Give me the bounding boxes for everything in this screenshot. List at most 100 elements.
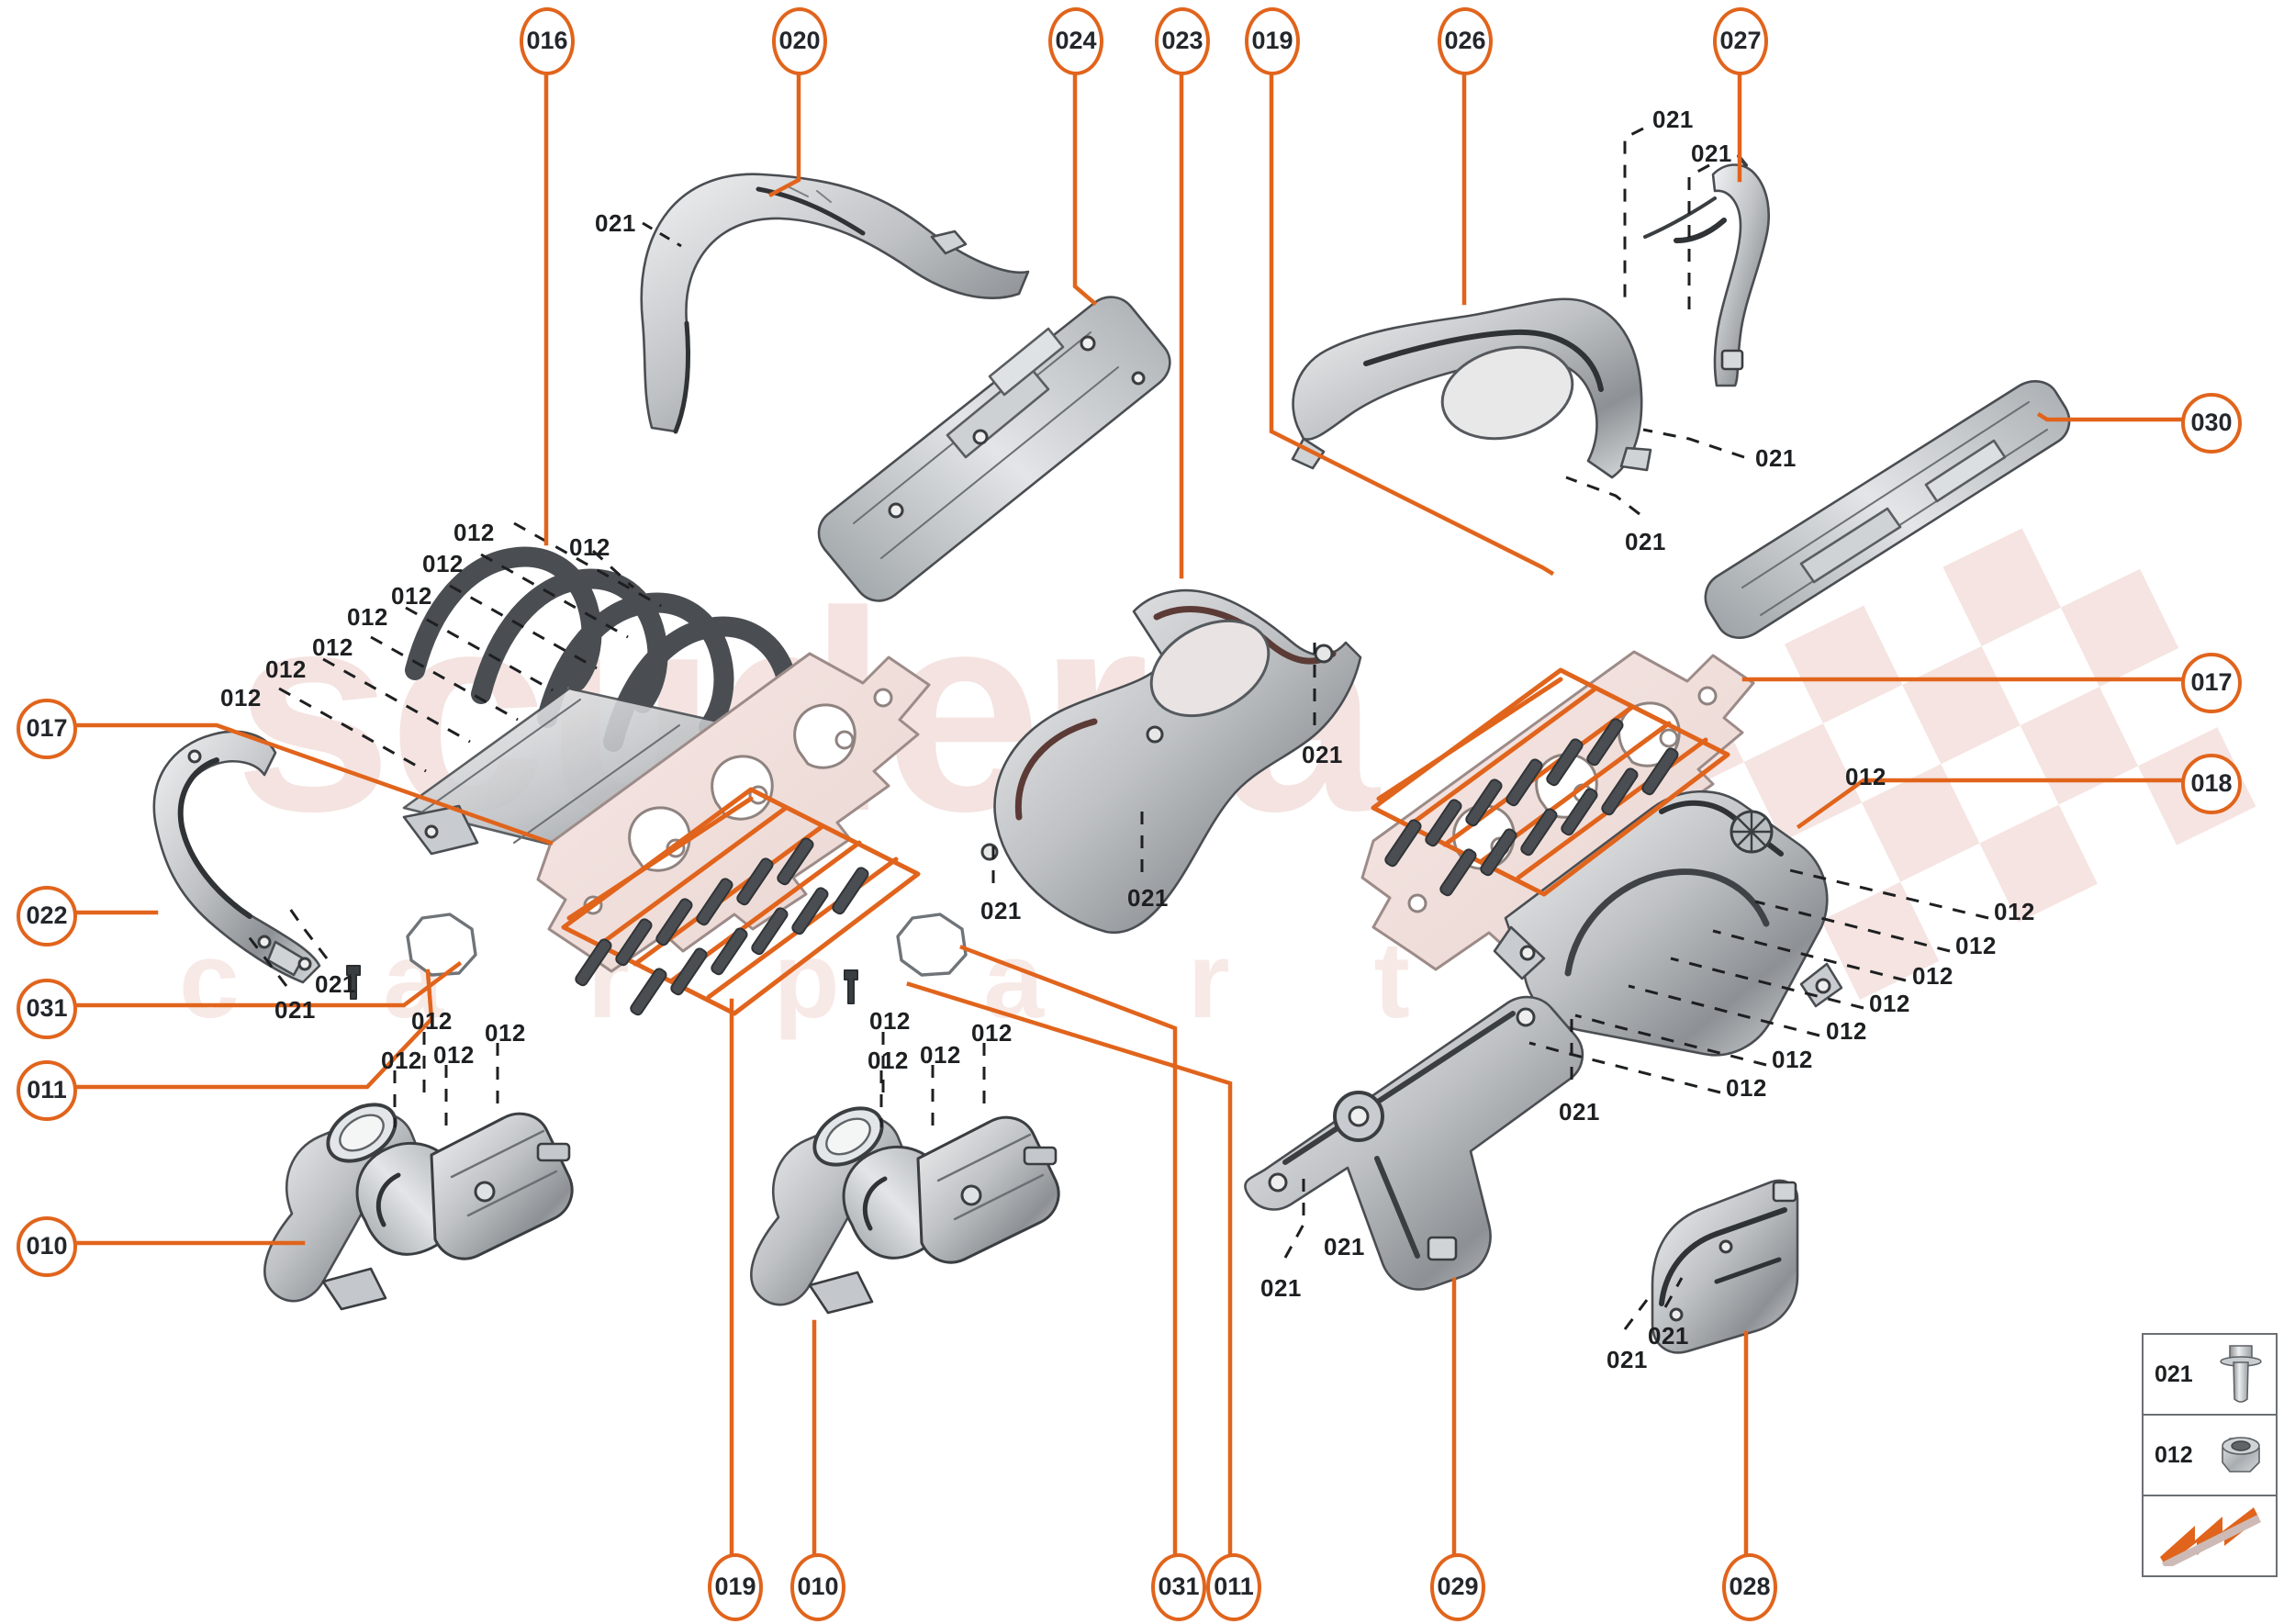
callout-020[interactable]: 020 (772, 7, 827, 75)
callout-label: 020 (778, 26, 821, 54)
callout-label: 017 (2190, 667, 2233, 696)
part-number-012: 012 (453, 519, 495, 546)
callout-026[interactable]: 026 (1438, 7, 1493, 75)
callout-label: 011 (27, 1075, 67, 1103)
callout-label: 011 (1214, 1572, 1254, 1600)
callout-label: 010 (26, 1231, 68, 1260)
part-number-021: 021 (1324, 1233, 1365, 1260)
callout-027[interactable]: 027 (1713, 7, 1768, 75)
part-number-012: 012 (411, 1007, 453, 1035)
brand-arrow-icon (2144, 1496, 2276, 1575)
part-029-art (1244, 995, 1584, 1291)
callout-label: 029 (1437, 1572, 1479, 1600)
callout-030[interactable]: 030 (2181, 393, 2242, 454)
callout-010-bottom[interactable]: 010 (790, 1553, 845, 1621)
callout-label: 030 (2190, 408, 2233, 436)
callout-011-left[interactable]: 011 (17, 1060, 77, 1121)
part-number-012: 012 (391, 582, 432, 610)
part-number-012: 012 (869, 1007, 911, 1035)
callout-010-left[interactable]: 010 (17, 1216, 77, 1277)
part-number-012: 012 (1955, 932, 1997, 959)
callout-label: 010 (797, 1572, 839, 1600)
part-number-021: 021 (1260, 1274, 1302, 1302)
part-number-021: 021 (274, 996, 316, 1024)
part-031-rings-art (406, 913, 968, 977)
part-number-021: 021 (1625, 528, 1666, 555)
callout-label: 016 (526, 26, 568, 54)
callout-023[interactable]: 023 (1155, 7, 1210, 75)
part-030-art (1704, 380, 2071, 639)
callout-label: 022 (26, 901, 68, 929)
callout-label: 028 (1729, 1572, 1771, 1600)
callout-label: 019 (714, 1572, 756, 1600)
part-number-012: 012 (1869, 990, 1910, 1017)
part-number-012: 012 (220, 684, 262, 711)
part-number-012: 012 (971, 1019, 1013, 1047)
legend-code-021: 021 (2155, 1361, 2193, 1387)
part-019-right-art (1371, 667, 1730, 897)
part-number-012: 012 (265, 655, 307, 683)
part-number-012: 012 (1726, 1074, 1767, 1102)
callout-011-bottom[interactable]: 011 (1206, 1553, 1261, 1621)
part-number-021: 021 (315, 970, 356, 998)
legend-row-nut: 012 (2142, 1414, 2278, 1495)
callout-label: 031 (1158, 1572, 1200, 1600)
callout-017-right[interactable]: 017 (2181, 653, 2242, 713)
part-018-art (1493, 790, 1843, 1057)
part-027-art (1643, 154, 1770, 387)
callout-031-left[interactable]: 031 (17, 979, 77, 1039)
part-number-021: 021 (1755, 444, 1797, 472)
callout-019-bottom[interactable]: 019 (708, 1553, 763, 1621)
pointer-dashes (242, 127, 1989, 1330)
part-022-art (152, 730, 321, 984)
part-number-012: 012 (433, 1041, 475, 1069)
callout-label: 027 (1719, 26, 1762, 54)
part-number-012: 012 (1912, 962, 1954, 990)
part-019-left-art (561, 787, 921, 1016)
part-number-012: 012 (1845, 763, 1886, 790)
callout-029[interactable]: 029 (1430, 1553, 1485, 1621)
bolt-icon (2217, 1335, 2265, 1414)
callout-label: 023 (1161, 26, 1203, 54)
legend-code-012: 012 (2155, 1441, 2193, 1468)
part-016-art (402, 546, 865, 883)
callout-label: 018 (2190, 768, 2233, 797)
callout-031-bottom[interactable]: 031 (1151, 1553, 1206, 1621)
callout-017-left[interactable]: 017 (17, 699, 77, 759)
watermark-brand: scuderia (234, 552, 1379, 870)
part-number-021: 021 (1691, 140, 1732, 167)
callout-label: 024 (1055, 26, 1097, 54)
callout-label: 026 (1444, 26, 1486, 54)
part-number-012: 012 (485, 1019, 526, 1047)
part-number-012: 012 (1826, 1017, 1867, 1045)
part-010-right-art (750, 1106, 1060, 1315)
part-number-012: 012 (312, 633, 353, 661)
part-number-021: 021 (1302, 741, 1343, 768)
part-number-012: 012 (422, 550, 464, 577)
callout-label: 017 (26, 713, 68, 742)
part-number-012: 012 (381, 1047, 422, 1074)
part-017-right-art (1360, 650, 1755, 971)
callout-016[interactable]: 016 (520, 7, 575, 75)
callout-018[interactable]: 018 (2181, 754, 2242, 814)
part-010-left-art (263, 1103, 574, 1311)
part-017-left-art (536, 652, 931, 973)
callout-024[interactable]: 024 (1048, 7, 1103, 75)
part-number-012: 012 (347, 603, 388, 631)
part-number-021: 021 (595, 209, 636, 237)
legend-row-bolt: 021 (2142, 1333, 2278, 1414)
callout-022[interactable]: 022 (17, 886, 77, 946)
part-number-012: 012 (868, 1047, 909, 1074)
callout-019[interactable]: 019 (1245, 7, 1300, 75)
part-number-012: 012 (1994, 898, 2035, 925)
part-number-021: 021 (1606, 1346, 1648, 1373)
legend-row-brand (2142, 1495, 2278, 1577)
part-number-021: 021 (1127, 884, 1169, 912)
part-number-021: 021 (980, 897, 1022, 924)
watermark-tagline: c a r p a r t s (179, 920, 1672, 1041)
part-number-021: 021 (1559, 1098, 1600, 1126)
part-number-012: 012 (920, 1041, 961, 1069)
callout-028[interactable]: 028 (1722, 1553, 1777, 1621)
